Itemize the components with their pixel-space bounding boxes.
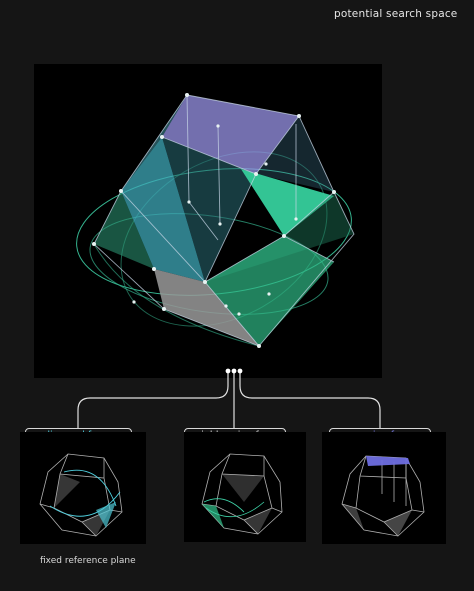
diagonal-face xyxy=(241,169,334,236)
far-left-face xyxy=(94,191,154,269)
vertex-nodes xyxy=(92,93,336,348)
thumb-neighbouring-faces xyxy=(184,432,306,542)
thumb-opposing-faces xyxy=(322,432,446,544)
bottom-face xyxy=(154,269,259,346)
top-face xyxy=(162,95,299,174)
search-space-polyhedron xyxy=(76,93,355,348)
right-lower-face xyxy=(205,192,354,282)
main-polyhedron-panel xyxy=(34,64,382,378)
thumb-diagonal-faces xyxy=(20,432,146,544)
back-face xyxy=(256,116,334,192)
page-title: potential search space xyxy=(334,8,458,20)
left-face xyxy=(121,137,205,282)
inner-face xyxy=(162,137,256,282)
footer-caption: fixed reference plane xyxy=(40,556,136,566)
